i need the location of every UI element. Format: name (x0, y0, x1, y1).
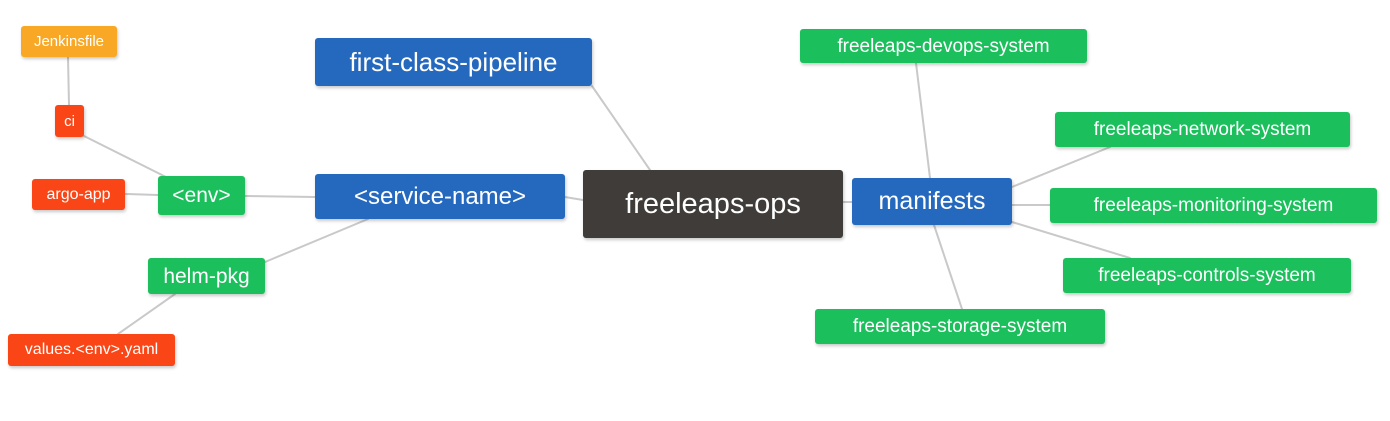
node-freeleaps-network-system[interactable]: freeleaps-network-system (1055, 112, 1350, 147)
node-env[interactable]: <env> (158, 176, 245, 215)
edge-ci-to-jenkinsfile (67, 56, 70, 106)
edge-env-to-ci (83, 135, 169, 179)
edge-manifests-to-freeleaps-network-system (1011, 146, 1111, 188)
node-freeleaps-storage-system[interactable]: freeleaps-storage-system (815, 309, 1105, 344)
node-first-class-pipeline[interactable]: first-class-pipeline (315, 38, 592, 86)
node-label-freeleaps-controls-system: freeleaps-controls-system (1098, 265, 1316, 286)
edge-env-to-argo-app (124, 193, 159, 196)
edge-service-name-to-env (244, 195, 316, 198)
edge-freeleaps-ops-to-first-class-pipeline (591, 85, 651, 171)
node-label-manifests: manifests (878, 187, 986, 215)
node-freeleaps-controls-system[interactable]: freeleaps-controls-system (1063, 258, 1351, 293)
node-argo-app[interactable]: argo-app (32, 179, 125, 210)
node-service-name[interactable]: <service-name> (315, 174, 565, 219)
node-label-freeleaps-ops: freeleaps-ops (625, 187, 801, 220)
node-label-argo-app: argo-app (46, 185, 111, 203)
edge-service-name-to-helm-pkg (264, 218, 369, 263)
node-label-values-yaml: values.<env>.yaml (24, 341, 159, 358)
node-freeleaps-monitoring-system[interactable]: freeleaps-monitoring-system (1050, 188, 1377, 223)
node-freeleaps-ops[interactable]: freeleaps-ops (583, 170, 843, 238)
node-label-freeleaps-devops-system: freeleaps-devops-system (837, 35, 1050, 57)
node-values-yaml[interactable]: values.<env>.yaml (8, 334, 175, 366)
node-label-helm-pkg: helm-pkg (163, 264, 250, 288)
edge-freeleaps-ops-to-service-name (564, 196, 584, 201)
edge-helm-pkg-to-values-yaml (117, 293, 176, 335)
node-label-service-name: <service-name> (353, 182, 527, 210)
node-label-freeleaps-storage-system: freeleaps-storage-system (852, 316, 1068, 337)
edge-manifests-to-freeleaps-devops-system (915, 62, 931, 179)
node-label-freeleaps-monitoring-system: freeleaps-monitoring-system (1093, 195, 1334, 216)
node-freeleaps-devops-system[interactable]: freeleaps-devops-system (800, 29, 1087, 63)
edge-manifests-to-freeleaps-controls-system (1011, 221, 1131, 259)
node-jenkinsfile[interactable]: Jenkinsfile (21, 26, 117, 57)
node-label-env: <env> (172, 184, 231, 207)
node-helm-pkg[interactable]: helm-pkg (148, 258, 265, 294)
node-ci[interactable]: ci (55, 105, 84, 137)
edge-manifests-to-freeleaps-storage-system (933, 224, 963, 310)
node-label-jenkinsfile: Jenkinsfile (33, 33, 105, 50)
node-manifests[interactable]: manifests (852, 178, 1012, 225)
node-label-ci: ci (64, 112, 75, 130)
node-label-freeleaps-network-system: freeleaps-network-system (1093, 119, 1312, 140)
node-label-first-class-pipeline: first-class-pipeline (349, 47, 558, 77)
